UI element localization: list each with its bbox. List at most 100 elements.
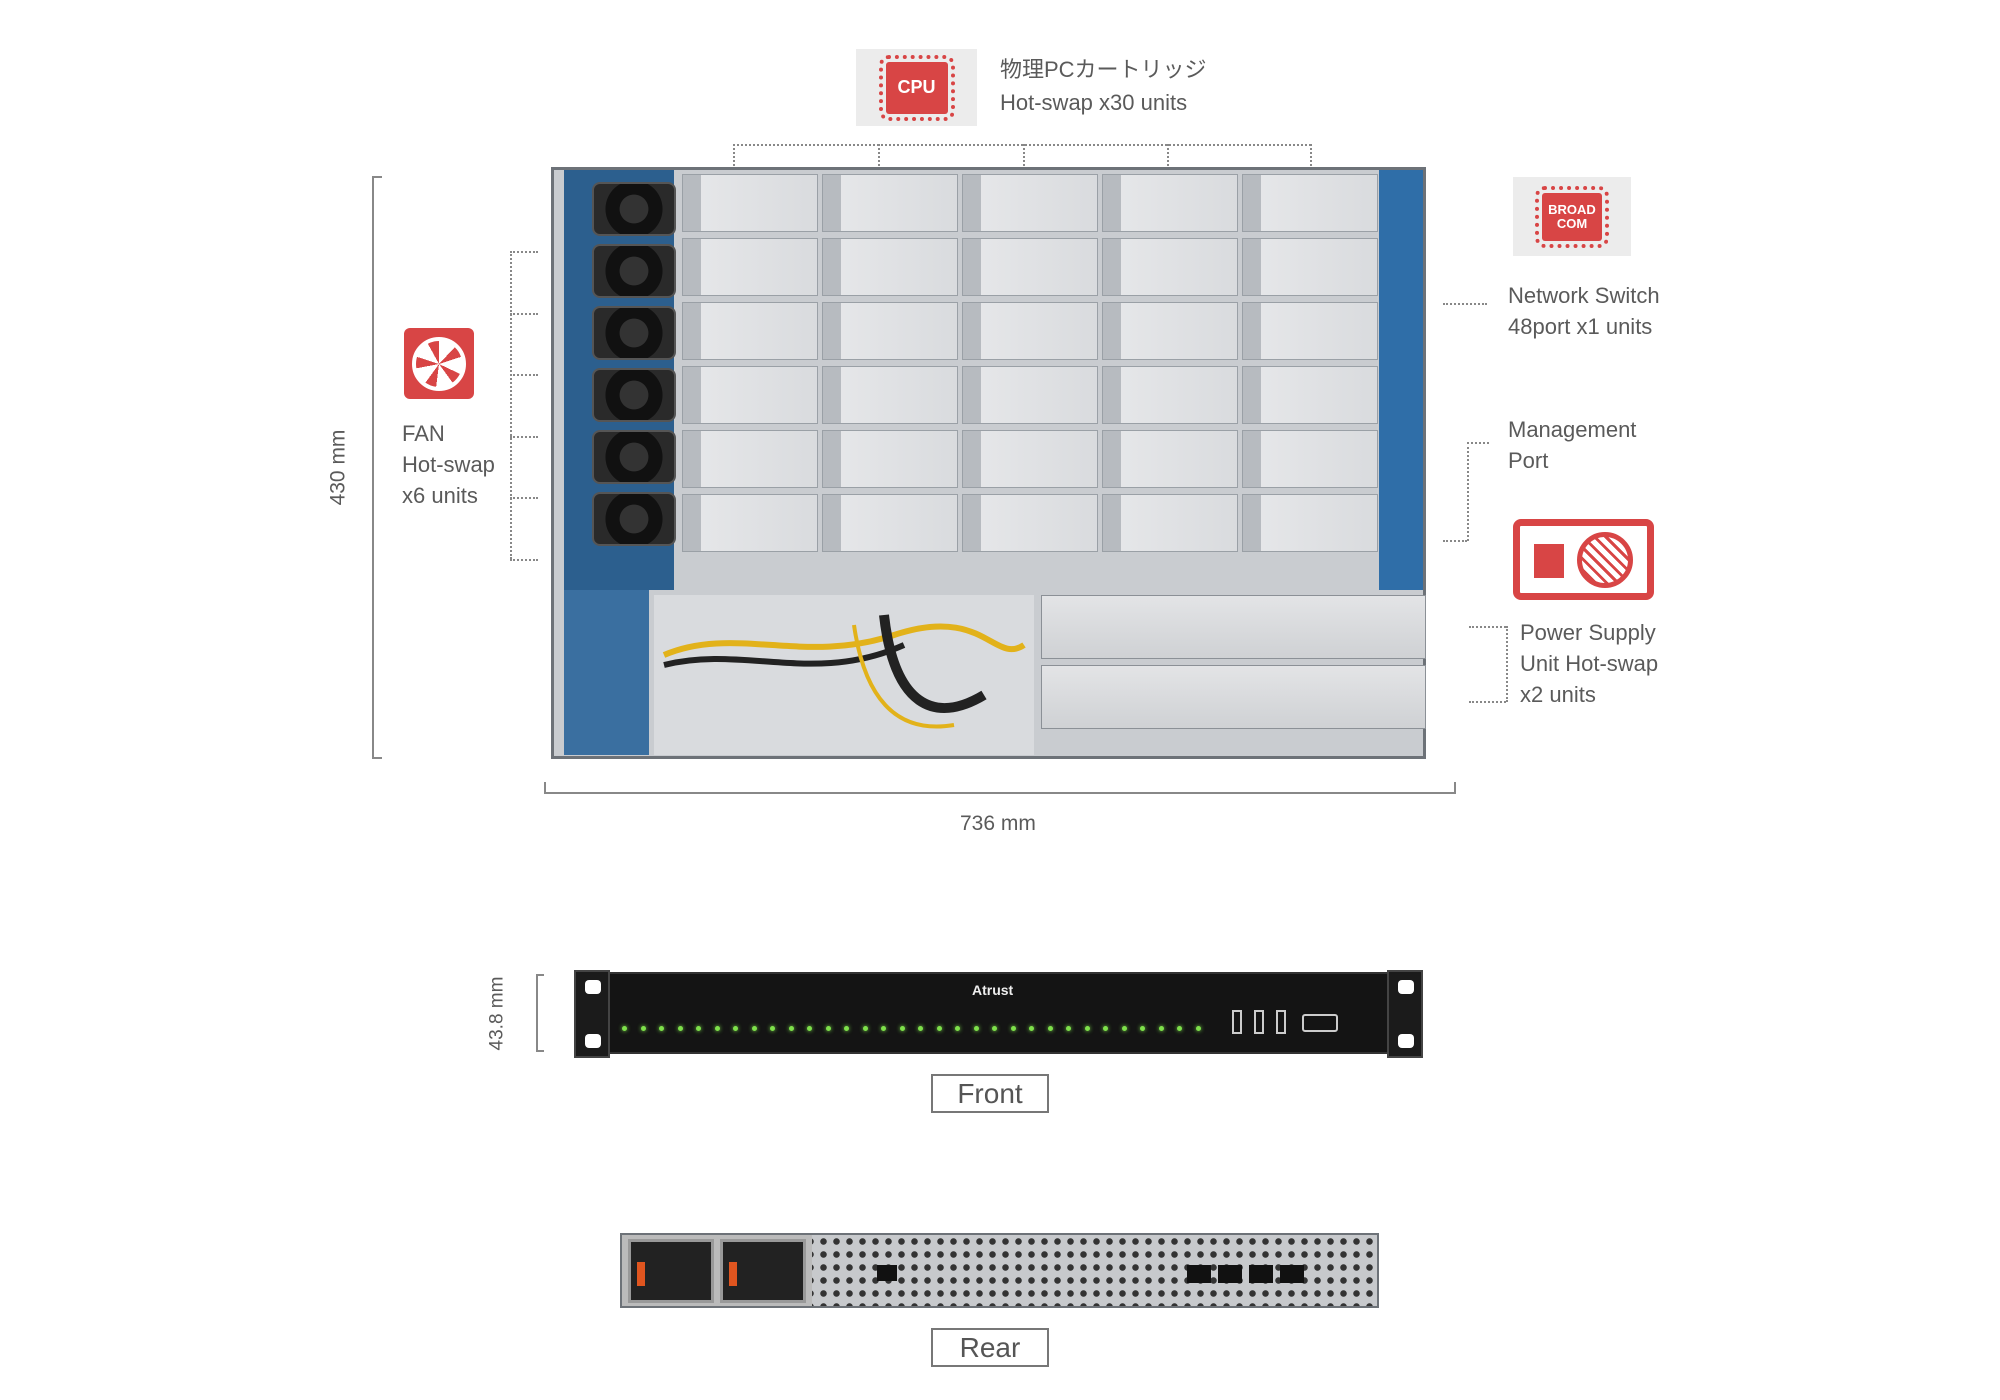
pc-cartridge xyxy=(822,238,958,296)
dimension-cap xyxy=(1454,782,1456,792)
usb-port xyxy=(1232,1010,1242,1034)
fan-line2: Hot-swap xyxy=(402,452,495,477)
pc-cartridge xyxy=(1242,366,1378,424)
pc-cartridge xyxy=(962,238,1098,296)
rear-label: Rear xyxy=(931,1328,1049,1367)
bracket-tick xyxy=(510,558,538,561)
pc-cartridge xyxy=(1102,430,1238,488)
pc-cartridge xyxy=(1102,238,1238,296)
status-led xyxy=(1195,1026,1201,1031)
fan-module xyxy=(592,492,676,546)
status-led xyxy=(825,1026,831,1031)
psu-module xyxy=(720,1239,806,1303)
cpu-subtitle: Hot-swap x30 units xyxy=(1000,90,1188,115)
pc-cartridge xyxy=(1242,302,1378,360)
bracket-tick xyxy=(510,497,538,499)
vga-port xyxy=(1302,1014,1338,1032)
psu-title: Power Supply xyxy=(1520,620,1656,645)
psu-unit xyxy=(1041,595,1426,659)
status-led xyxy=(1084,1026,1090,1031)
power-supply-icon xyxy=(1513,519,1654,600)
pc-cartridge xyxy=(822,366,958,424)
pc-cartridge xyxy=(1242,238,1378,296)
pc-cartridge xyxy=(822,174,958,232)
bracket-tick xyxy=(878,144,880,182)
management-subtitle: Port xyxy=(1508,448,1549,473)
status-led xyxy=(659,1026,664,1031)
status-led xyxy=(955,1026,960,1031)
pc-cartridge xyxy=(1102,302,1238,360)
cpu-title: 物理PCカートリッジ xyxy=(1000,57,1207,82)
dimension-cap xyxy=(544,782,546,792)
usb-port xyxy=(1254,1010,1264,1034)
pc-cartridge xyxy=(1102,366,1238,424)
pc-cartridge xyxy=(682,238,818,296)
status-led xyxy=(640,1026,646,1031)
dimension-cap xyxy=(536,1050,544,1052)
bracket-tick xyxy=(1167,144,1169,182)
status-led xyxy=(1010,1026,1016,1031)
fan-icon xyxy=(404,328,474,399)
network-port xyxy=(1280,1265,1304,1283)
pc-cartridge xyxy=(682,494,818,552)
status-led xyxy=(881,1026,886,1031)
cpu-chip-label: CPU xyxy=(878,54,955,121)
psu-module xyxy=(628,1239,714,1303)
status-led xyxy=(899,1026,905,1031)
front-label: Front xyxy=(931,1074,1049,1113)
status-led xyxy=(622,1026,627,1031)
bracket-tick xyxy=(510,374,538,376)
fan-module xyxy=(592,244,676,298)
management-bracket xyxy=(1467,442,1489,444)
status-led xyxy=(770,1026,775,1031)
fan-module xyxy=(592,306,676,360)
status-led xyxy=(714,1026,720,1031)
status-led xyxy=(1047,1026,1053,1031)
bracket-tick xyxy=(733,144,735,182)
fan-module xyxy=(592,430,676,484)
status-led xyxy=(844,1026,849,1031)
broadcom-chip-icon: BROAD COM xyxy=(1513,177,1631,256)
pc-cartridge xyxy=(962,494,1098,552)
rack-ear xyxy=(1387,970,1423,1058)
pc-cartridge xyxy=(822,302,958,360)
fan-line3: x6 units xyxy=(402,483,478,508)
chassis-top-view xyxy=(551,167,1426,759)
status-led xyxy=(936,1026,942,1031)
network-port xyxy=(1249,1265,1273,1283)
pc-cartridge xyxy=(1102,494,1238,552)
status-led xyxy=(1158,1026,1164,1031)
fan-title: FAN xyxy=(402,421,445,446)
fan-bracket xyxy=(510,251,512,559)
psu-bracket xyxy=(1469,701,1506,703)
psu-bracket xyxy=(1506,626,1508,702)
status-led xyxy=(973,1026,979,1031)
fan-module xyxy=(592,182,676,236)
status-led xyxy=(862,1026,868,1031)
bracket-tick xyxy=(510,251,538,253)
pc-cartridge xyxy=(1242,494,1378,552)
management-title: Management xyxy=(1508,417,1637,442)
pc-cartridge xyxy=(682,302,818,360)
status-led xyxy=(733,1026,738,1031)
front-panel: Atrust xyxy=(574,970,1423,1058)
pc-cartridge xyxy=(1242,430,1378,488)
pc-cartridge xyxy=(682,430,818,488)
psu-bracket xyxy=(1469,626,1506,628)
cpu-icon: CPU xyxy=(856,49,977,126)
bracket-tick xyxy=(1310,144,1312,182)
status-led xyxy=(677,1026,683,1031)
bracket-tick xyxy=(510,435,538,438)
psu-unit xyxy=(1041,665,1426,729)
network-port xyxy=(1187,1265,1211,1283)
depth-label: 430 mm xyxy=(326,429,350,506)
pc-cartridge xyxy=(962,366,1098,424)
pc-cartridge xyxy=(682,174,818,232)
psu-line3: x2 units xyxy=(1520,682,1596,707)
switch-leader xyxy=(1443,303,1487,305)
status-led xyxy=(992,1026,997,1031)
broadcom-chip-label: BROAD COM xyxy=(1535,185,1609,248)
status-led xyxy=(1121,1026,1127,1031)
width-label: 736 mm xyxy=(960,812,1036,835)
pc-cartridge xyxy=(962,430,1098,488)
